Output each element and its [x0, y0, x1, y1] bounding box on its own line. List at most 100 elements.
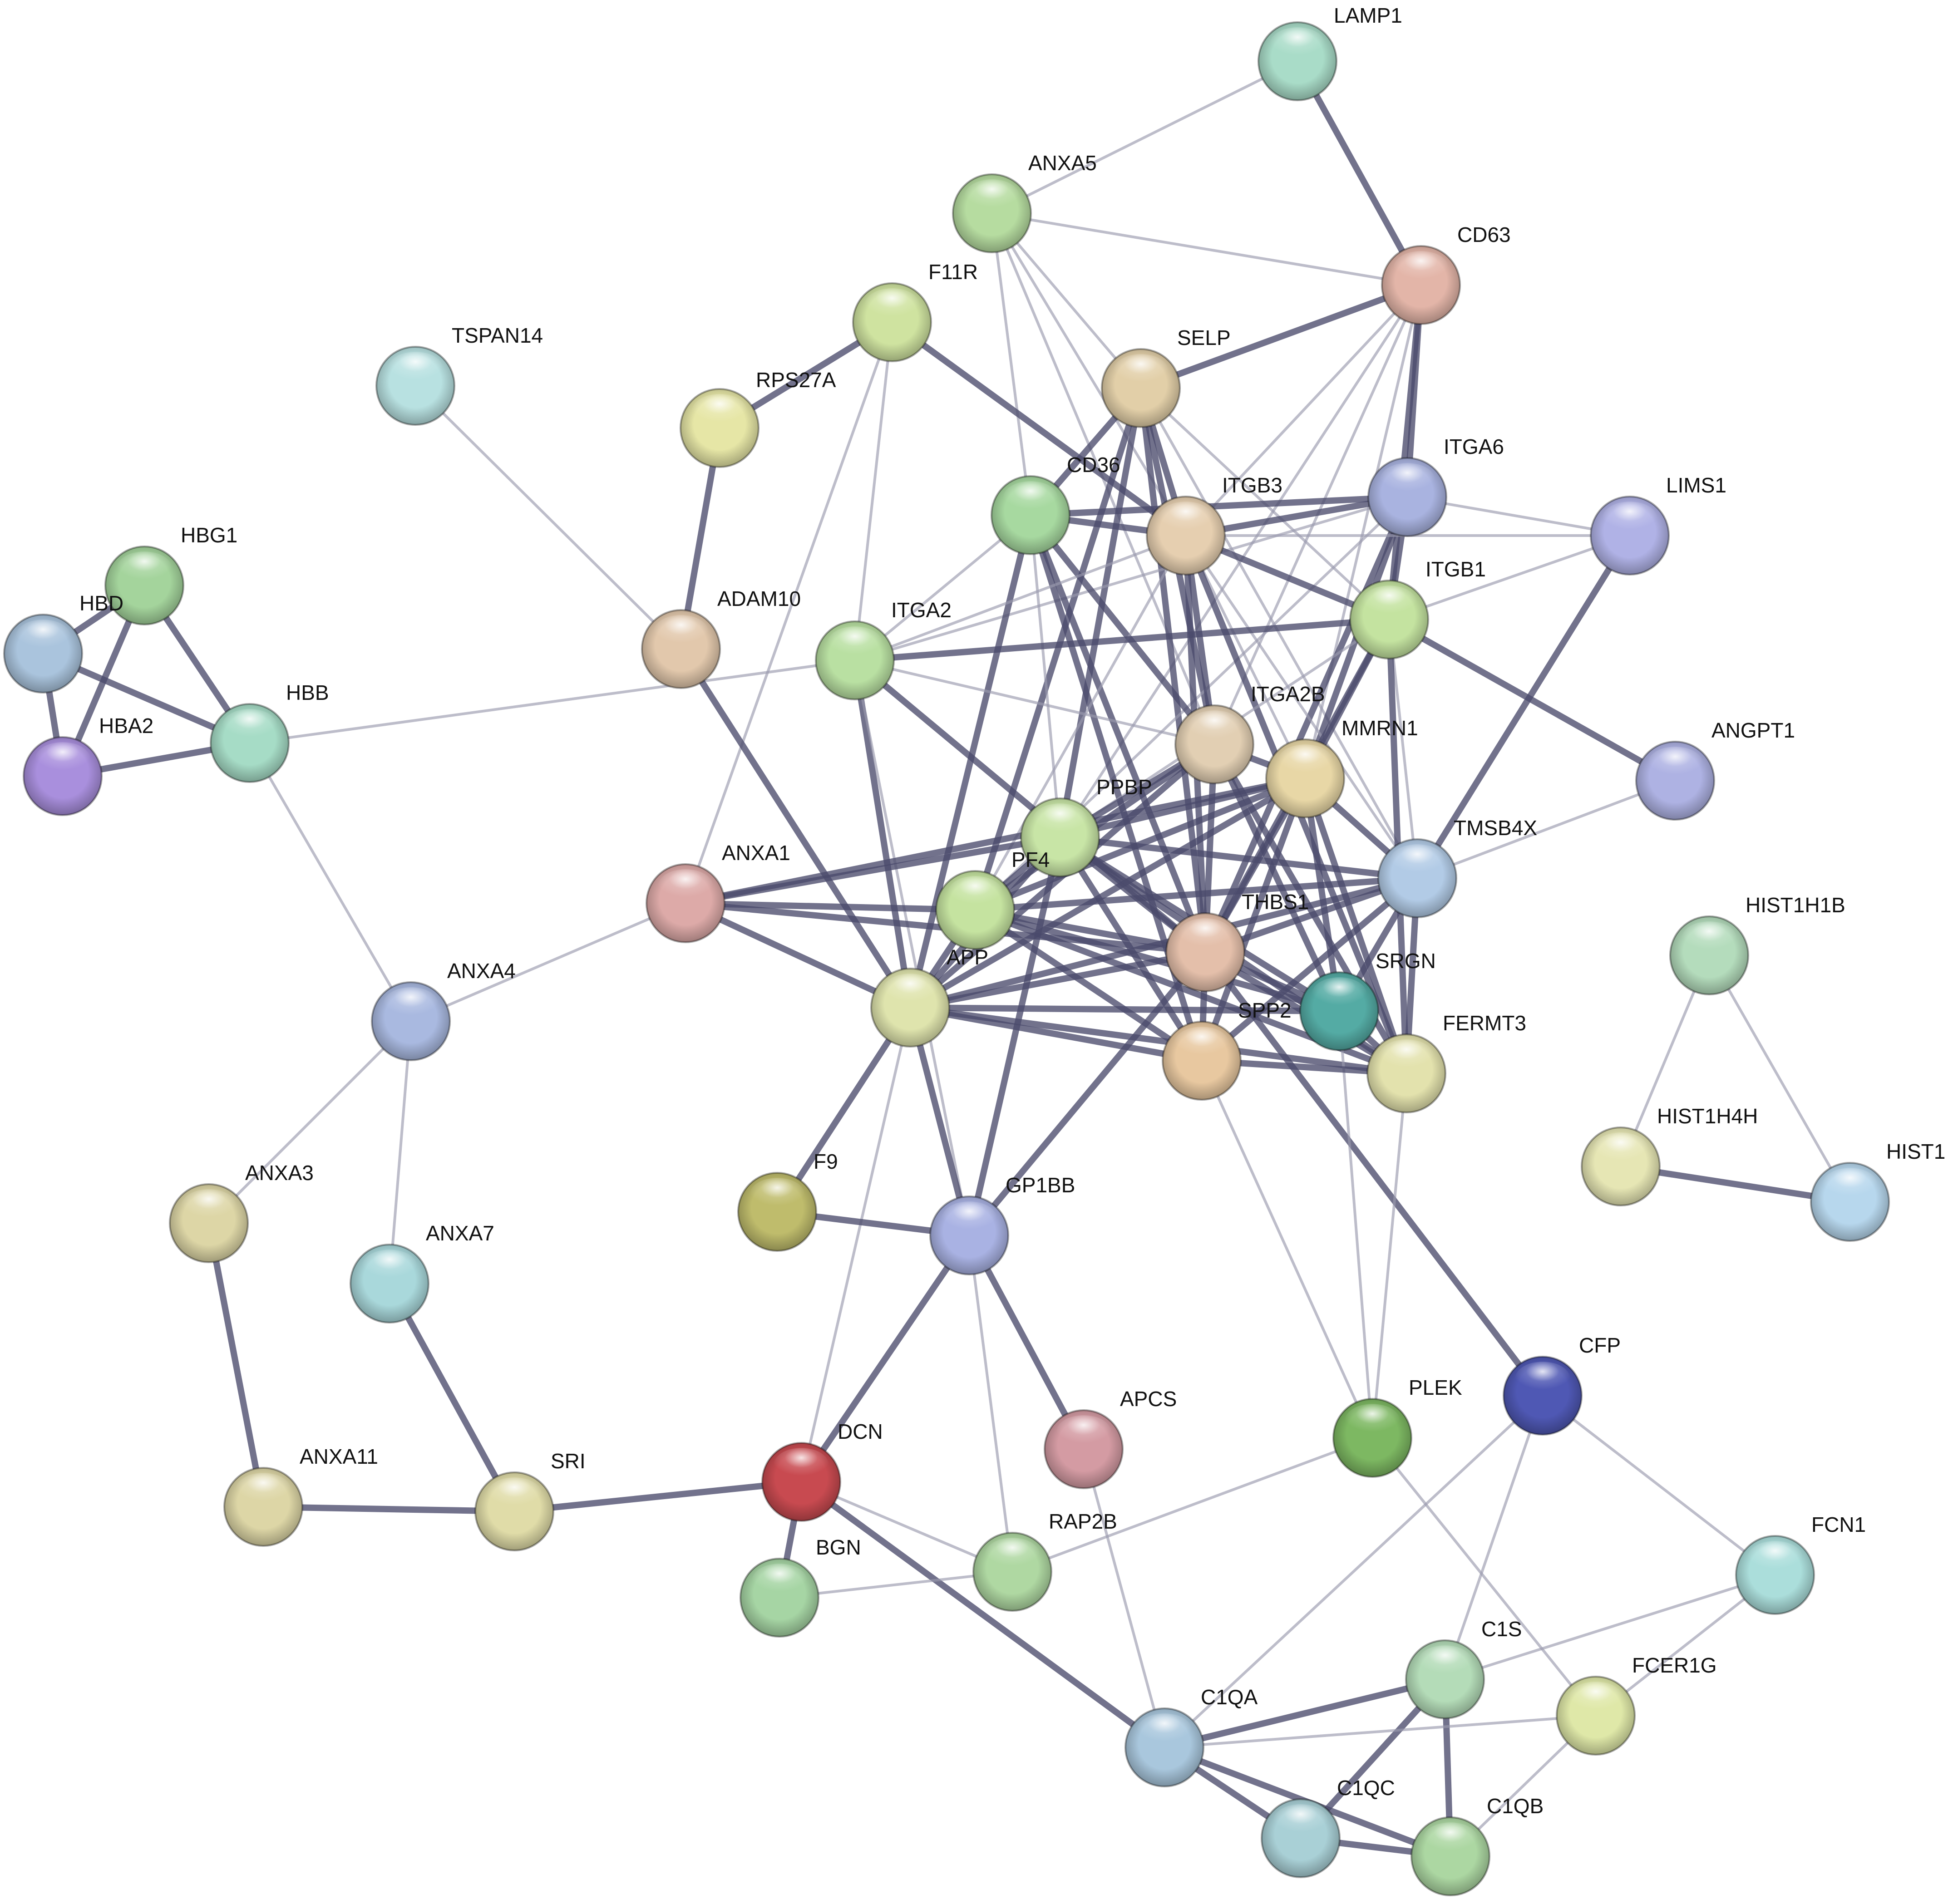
node-label: THBS1	[1242, 890, 1309, 914]
node-highlight	[864, 288, 920, 321]
edge-PPBP-ANXA1	[685, 834, 1061, 906]
node-fcer1g[interactable]: FCER1G	[1556, 1653, 1717, 1756]
node-dcn[interactable]: DCN	[761, 1420, 883, 1522]
node-apcs[interactable]: APCS	[1044, 1387, 1177, 1489]
node-label: ITGA6	[1444, 435, 1504, 458]
node-mmrn1[interactable]: MMRN1	[1265, 716, 1418, 818]
edge-F11R-ANXA1	[684, 321, 893, 904]
node-c1qb[interactable]: C1QB	[1410, 1794, 1544, 1896]
node-hbg1[interactable]: HBG1	[104, 523, 237, 625]
edge-SELP-PPBP	[1057, 387, 1144, 838]
node-pf4[interactable]: PF4	[935, 848, 1050, 950]
edge-ITGB3-ITGA2	[854, 534, 1187, 662]
node-spp2[interactable]: SPP2	[1162, 999, 1292, 1101]
node-angpt1[interactable]: ANGPT1	[1635, 718, 1795, 821]
edge-TMSB4X-SPP2	[1199, 876, 1420, 1063]
node-label: ITGB3	[1222, 473, 1282, 497]
node-thbs1[interactable]: THBS1	[1165, 890, 1309, 992]
node-c1qa[interactable]: C1QA	[1124, 1685, 1258, 1787]
node-gp1bb[interactable]: GP1BB	[929, 1173, 1075, 1275]
edge-ITGA2B-SRGN	[1211, 743, 1342, 1013]
node-ppbp[interactable]: PPBP	[1020, 775, 1152, 877]
edge-SRGN-PLEK	[1338, 1011, 1374, 1438]
node-anxa4[interactable]: ANXA4	[371, 959, 516, 1061]
node-f11r[interactable]: F11R	[852, 260, 978, 362]
node-anxa1[interactable]: ANXA1	[646, 841, 790, 943]
edge-CD36-THBS1	[1027, 514, 1208, 954]
edge-THBS1-APP	[909, 949, 1206, 1011]
node-highlight	[942, 1201, 997, 1235]
node-cd36[interactable]: CD36	[991, 453, 1120, 555]
node-label: SRI	[551, 1449, 586, 1473]
edge-layer	[40, 59, 1851, 1860]
node-label: MMRN1	[1341, 716, 1418, 740]
node-label: HIST1H4H	[1657, 1104, 1758, 1128]
node-cfp[interactable]: CFP	[1503, 1333, 1621, 1436]
node-fermt3[interactable]: FERMT3	[1366, 1011, 1526, 1113]
node-hba2[interactable]: HBA2	[23, 714, 153, 816]
node-sri[interactable]: SRI	[474, 1449, 586, 1551]
node-highlight	[1178, 918, 1233, 951]
edge-CFP-C1QA	[1163, 1394, 1544, 1749]
node-cd63[interactable]: CD63	[1381, 223, 1511, 325]
edge-BGN-RAP2B	[779, 1570, 1013, 1599]
node-selp[interactable]: SELP	[1101, 326, 1231, 428]
node-highlight	[487, 1477, 542, 1510]
node-itgb1[interactable]: ITGB1	[1349, 557, 1486, 659]
node-plek[interactable]: PLEK	[1332, 1376, 1462, 1478]
node-label: FERMT3	[1443, 1011, 1526, 1035]
edge-CD36-PPBP	[1029, 515, 1061, 838]
node-hist1h4h[interactable]: HIST1H4H	[1581, 1104, 1758, 1206]
node-hist1h1b[interactable]: HIST1H1B	[1669, 893, 1845, 995]
node-highlight	[1158, 502, 1213, 535]
edge-ANXA7-SRI	[386, 1282, 518, 1513]
node-bgn[interactable]: BGN	[740, 1535, 861, 1638]
node-anxa3[interactable]: ANXA3	[169, 1161, 314, 1263]
node-highlight	[1417, 1645, 1473, 1678]
node-c1qc[interactable]: C1QC	[1261, 1776, 1395, 1878]
node-app[interactable]: APP	[870, 945, 988, 1048]
node-label: ANXA11	[300, 1445, 378, 1468]
edge-HBB-ITGA2	[249, 659, 855, 744]
node-label: RPS27A	[756, 368, 836, 392]
edge-ANXA1-APP	[684, 900, 912, 1011]
node-itga2b[interactable]: ITGA2B	[1174, 682, 1325, 784]
node-tmsb4x[interactable]: TMSB4X	[1377, 816, 1537, 918]
node-label: LIMS1	[1666, 473, 1726, 497]
node-highlight	[1056, 1415, 1111, 1448]
node-hbb[interactable]: HBB	[210, 681, 329, 783]
node-c1s[interactable]: C1S	[1405, 1617, 1522, 1719]
node-highlight	[1345, 1404, 1400, 1437]
node-fcn1[interactable]: FCN1	[1735, 1513, 1866, 1615]
node-highlight	[1270, 27, 1325, 60]
node-hbd[interactable]: HBD	[3, 591, 123, 694]
node-anxa7[interactable]: ANXA7	[350, 1221, 494, 1323]
node-itga2[interactable]: ITGA2	[815, 598, 952, 700]
node-adam10[interactable]: ADAM10	[641, 587, 801, 689]
edge-DCN-C1QA	[799, 1479, 1167, 1750]
node-itga6[interactable]: ITGA6	[1367, 435, 1504, 537]
node-lims1[interactable]: LIMS1	[1590, 473, 1726, 576]
edge-ANXA1-PF4	[685, 900, 976, 913]
node-rps27a[interactable]: RPS27A	[680, 368, 836, 468]
node-anxa11[interactable]: ANXA11	[223, 1445, 378, 1547]
node-label: ANXA7	[426, 1221, 494, 1245]
node-label: C1S	[1481, 1617, 1522, 1641]
node-highlight	[1361, 585, 1417, 619]
node-f9[interactable]: F9	[737, 1150, 838, 1252]
node-lamp1[interactable]: LAMP1	[1258, 4, 1402, 101]
node-highlight	[774, 1448, 829, 1481]
edge-ITGA2-GP1BB	[853, 660, 971, 1236]
node-srgn[interactable]: SRGN	[1299, 949, 1436, 1051]
node-hist1[interactable]: HIST1	[1810, 1140, 1945, 1242]
node-highlight	[1568, 1682, 1623, 1715]
edge-ANXA4-ANXA3	[207, 1020, 412, 1225]
node-tspan14[interactable]: TSPAN14	[375, 324, 543, 426]
edge-APP-GP1BB	[907, 1007, 972, 1236]
edge-PF4-SPP2	[973, 907, 1203, 1063]
node-label: APCS	[1120, 1387, 1177, 1411]
edge-MMRN1-SRGN	[1302, 777, 1342, 1012]
node-rap2b[interactable]: RAP2B	[972, 1510, 1117, 1612]
node-anxa5[interactable]: ANXA5	[952, 151, 1097, 253]
node-itgb3[interactable]: ITGB3	[1146, 473, 1282, 576]
